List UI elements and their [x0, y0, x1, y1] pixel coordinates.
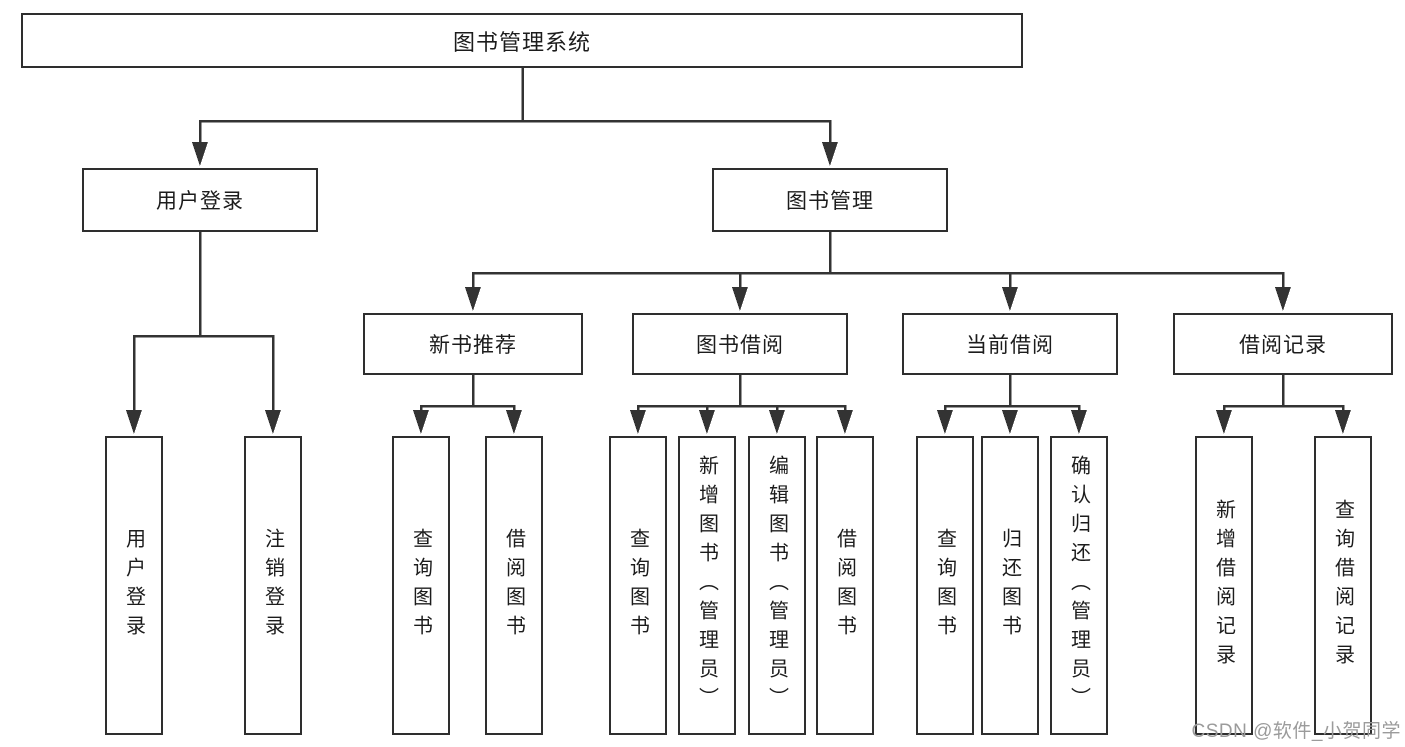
leaf-edit-books-admin: 编辑图书（管理员）	[748, 436, 806, 735]
node-new-book-recommend: 新书推荐	[363, 313, 583, 375]
leaf-add-books-admin: 新增图书（管理员）	[678, 436, 736, 735]
leaf-user-login: 用户登录	[105, 436, 163, 735]
csdn-watermark: CSDN @软件_小贺同学	[1191, 721, 1401, 742]
leaf-logout: 注销登录	[244, 436, 302, 735]
leaf-query-books-current: 查询图书	[916, 436, 974, 735]
leaf-query-books-recommend: 查询图书	[392, 436, 450, 735]
leaf-return-books: 归还图书	[981, 436, 1039, 735]
node-borrow-records: 借阅记录	[1173, 313, 1393, 375]
leaf-query-borrow-record: 查询借阅记录	[1314, 436, 1372, 735]
leaf-borrow-books: 借阅图书	[816, 436, 874, 735]
leaf-query-books-borrow: 查询图书	[609, 436, 667, 735]
node-root-library-management-system: 图书管理系统	[21, 13, 1023, 68]
node-book-management: 图书管理	[712, 168, 948, 232]
node-current-borrow: 当前借阅	[902, 313, 1118, 375]
leaf-borrow-books-recommend: 借阅图书	[485, 436, 543, 735]
leaf-confirm-return-admin: 确认归还（管理员）	[1050, 436, 1108, 735]
node-user-login: 用户登录	[82, 168, 318, 232]
leaf-add-borrow-record: 新增借阅记录	[1195, 436, 1253, 735]
node-book-borrow: 图书借阅	[632, 313, 848, 375]
